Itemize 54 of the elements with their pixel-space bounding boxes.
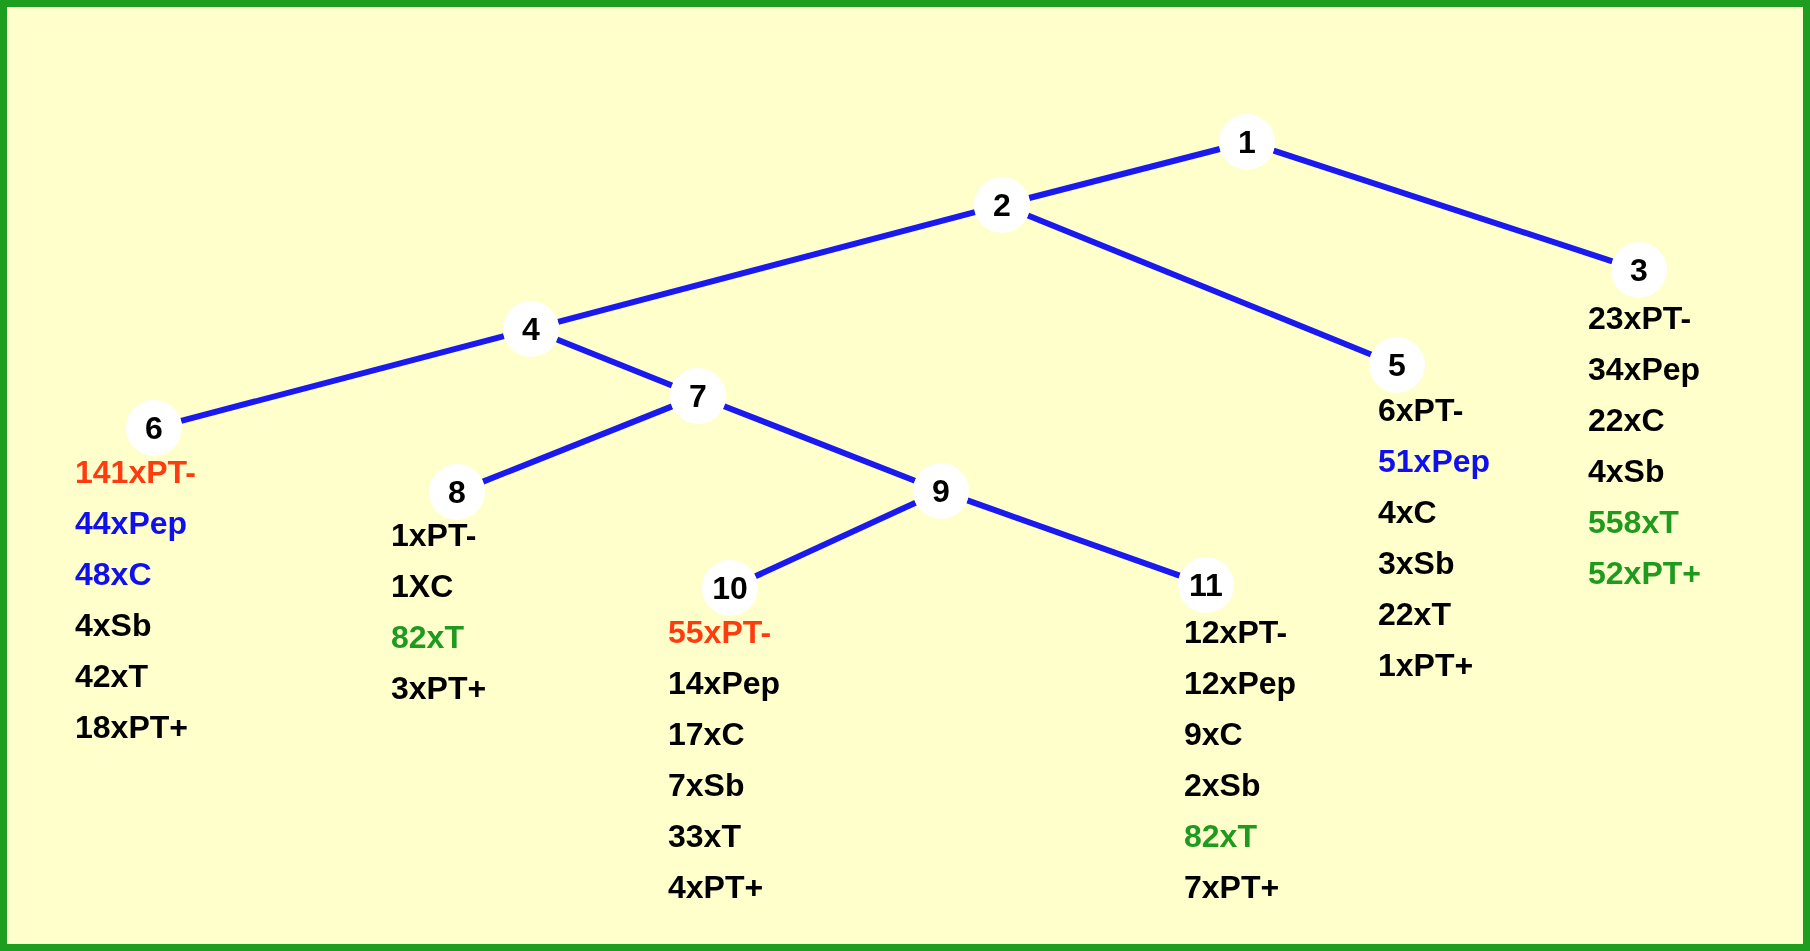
count-label: 44xPep — [75, 504, 188, 543]
tree-branch-line — [1026, 212, 1373, 358]
count-label: 48xC — [75, 555, 152, 594]
count-label: 1xPT+ — [1378, 646, 1474, 685]
count-label: 1XC — [391, 567, 454, 606]
node-number-circle: 8 — [429, 464, 485, 520]
count-label: 7xSb — [668, 766, 745, 805]
tree-branch-line — [557, 209, 976, 325]
count-label: 12xPep — [1184, 664, 1297, 703]
node-number-circle: 2 — [974, 177, 1030, 233]
count-label: 4xSb — [1588, 452, 1665, 491]
node-number-circle: 6 — [126, 400, 182, 456]
node-number-circle: 7 — [670, 368, 726, 424]
tree-branch-line — [754, 499, 917, 580]
count-label: 558xT — [1588, 503, 1679, 542]
count-label: 3xSb — [1378, 544, 1455, 583]
node-number-circle: 9 — [913, 463, 969, 519]
count-label: 82xT — [391, 618, 464, 657]
tree-branch-line — [1028, 146, 1221, 201]
count-label: 6xPT- — [1378, 391, 1464, 430]
count-label: 52xPT+ — [1588, 554, 1701, 593]
tree-branch-line — [555, 336, 674, 389]
node-number-circle: 1 — [1219, 114, 1275, 170]
count-label: 33xT — [668, 817, 741, 856]
count-label: 12xPT- — [1184, 613, 1288, 652]
tree-branch-line — [723, 403, 916, 484]
count-label: 18xPT+ — [75, 708, 188, 747]
node-number-circle: 5 — [1369, 337, 1425, 393]
count-label: 22xT — [1378, 595, 1451, 634]
count-label: 3xPT+ — [391, 669, 487, 708]
count-label: 22xC — [1588, 401, 1665, 440]
count-label: 7xPT+ — [1184, 868, 1280, 907]
count-label: 9xC — [1184, 715, 1243, 754]
count-label: 4xPT+ — [668, 868, 764, 907]
node-number-circle: 3 — [1611, 242, 1667, 298]
count-label: 51xPep — [1378, 442, 1491, 481]
node-number-circle: 11 — [1178, 557, 1234, 613]
count-label: 4xSb — [75, 606, 152, 645]
count-label: 2xSb — [1184, 766, 1261, 805]
node-number-circle: 10 — [702, 560, 758, 616]
tree-branch-line — [481, 403, 674, 485]
count-label: 42xT — [75, 657, 148, 696]
count-label: 55xPT- — [668, 613, 772, 652]
tree-branch-line — [966, 497, 1181, 579]
count-label: 23xPT- — [1588, 299, 1692, 338]
count-label: 4xC — [1378, 493, 1437, 532]
count-label: 141xPT- — [75, 453, 196, 492]
count-label: 34xPep — [1588, 350, 1701, 389]
count-label: 17xC — [668, 715, 745, 754]
tree-branch-line — [180, 333, 505, 424]
count-label: 14xPep — [668, 664, 781, 703]
node-number-circle: 4 — [503, 301, 559, 357]
tree-branch-line — [1272, 147, 1614, 265]
count-label: 82xT — [1184, 817, 1257, 856]
